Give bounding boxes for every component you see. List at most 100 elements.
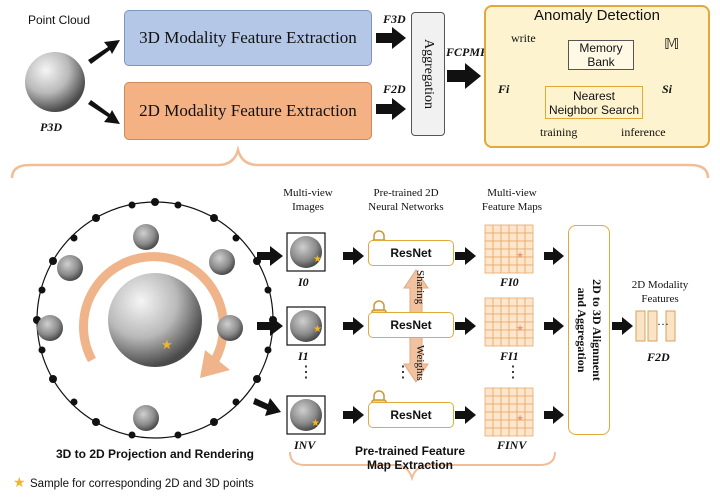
feature-cell: [524, 264, 534, 274]
feature-cell: [516, 337, 526, 347]
finv-label: FINV: [497, 438, 527, 452]
feature-cell: [492, 256, 502, 266]
feature-cell: [508, 403, 518, 413]
feature-maps-2: Feature Maps: [481, 201, 543, 213]
feature-cell: [508, 395, 518, 405]
feature-map-1: ★: [484, 297, 534, 347]
feature-cell: [500, 337, 510, 347]
sample-legend: Sample for corresponding 2D and 3D point…: [30, 478, 254, 490]
feature-map-nv: ★: [484, 387, 534, 437]
feature-cell: [524, 419, 534, 429]
feature-cell: [484, 224, 494, 234]
feature-cell: [508, 305, 518, 315]
resnet-box-1: ResNet: [368, 312, 454, 338]
feature-cell: [516, 403, 526, 413]
arrow-view-0: [257, 246, 283, 266]
box-3d-modality: 3D Modality Feature Extraction: [124, 10, 372, 66]
modality-feature-vector: [635, 310, 676, 342]
image-tiles: ★ ★ ★: [286, 232, 326, 435]
feature-cell: [500, 256, 510, 266]
feature-cell: [500, 232, 510, 242]
point-cloud-label: Point Cloud: [27, 13, 91, 27]
feature-cell: [508, 387, 518, 397]
arrow-3d-to-agg: [376, 27, 406, 49]
feature-cell: [492, 427, 502, 437]
f3d-label: F3D: [383, 12, 406, 26]
feature-cell: [516, 297, 526, 307]
view-sphere-top: [133, 224, 159, 250]
arrow-to-2d: [88, 100, 120, 124]
feature-cell: [484, 248, 494, 258]
expand-bracket: [10, 145, 710, 179]
anomaly-detection-panel: [484, 5, 710, 148]
feature-cell: [492, 337, 502, 347]
feature-cell: [484, 305, 494, 315]
extraction-title-1: Pre-trained Feature: [354, 444, 466, 458]
feature-star-icon: ★: [516, 413, 524, 423]
feature-cell: [516, 264, 526, 274]
feature-map-0: ★: [484, 224, 534, 274]
feature-cell: [492, 387, 502, 397]
feature-cell: [484, 240, 494, 250]
modality-features-2: Features: [641, 293, 679, 305]
feature-cell: [524, 329, 534, 339]
feature-cell: [524, 224, 534, 234]
feature-cell: [516, 387, 526, 397]
feature-cell: [500, 411, 510, 421]
feature-cell: [500, 297, 510, 307]
feature-cell: [484, 387, 494, 397]
feature-star-icon: ★: [516, 323, 524, 333]
arrow-to-3d: [88, 40, 120, 64]
feature-cell: [492, 419, 502, 429]
feature-cell: [500, 264, 510, 274]
bottom-bracket: [289, 451, 556, 482]
modality-dots: ···: [657, 317, 669, 331]
feature-cell: [508, 297, 518, 307]
view-sphere-tr: [209, 249, 235, 275]
memory-bank-label: Memory Bank: [568, 40, 634, 70]
feature-cell: [492, 232, 502, 242]
feature-cell: [492, 395, 502, 405]
projection-title: 3D to 2D Projection and Rendering: [55, 447, 255, 461]
alignment-box: 2D to 3D Alignment and Aggregation: [568, 225, 610, 435]
feature-cell: [516, 313, 526, 323]
feature-cell: [516, 395, 526, 405]
feature-cell: [492, 297, 502, 307]
feature-cell: [516, 305, 526, 315]
feature-cell: [500, 427, 510, 437]
feature-cell: [516, 427, 526, 437]
feature-cell: [524, 387, 534, 397]
feature-cell: [508, 232, 518, 242]
feature-cell: [492, 313, 502, 323]
feature-cell: [500, 395, 510, 405]
resnet-box-nv: ResNet: [368, 402, 454, 428]
feature-cell: [508, 264, 518, 274]
feature-cell: [484, 419, 494, 429]
center-sphere: [108, 273, 202, 367]
feature-cell: [516, 240, 526, 250]
feature-cell: [524, 248, 534, 258]
feature-cell: [500, 305, 510, 315]
feature-cell: [484, 256, 494, 266]
feature-cell: [524, 232, 534, 242]
fi1-label: FI1: [500, 349, 519, 363]
feature-cell: [500, 224, 510, 234]
f2d-label: F2D: [383, 82, 406, 96]
feature-cell: [500, 403, 510, 413]
p3d-label: P3D: [40, 120, 62, 134]
feature-cell: [500, 321, 510, 331]
feature-cell: [492, 403, 502, 413]
center-star-icon: ★: [161, 337, 173, 352]
feature-cell: [524, 321, 534, 331]
feature-cell: [508, 313, 518, 323]
modality-features-1: 2D Modality: [631, 279, 689, 291]
aggregation-box: Aggregation: [411, 12, 445, 136]
svg-text:★: ★: [311, 418, 320, 429]
i1-label: I1: [298, 349, 309, 363]
feature-cell: [500, 419, 510, 429]
feature-cell: [484, 313, 494, 323]
inv-label: INV: [294, 438, 316, 452]
feature-cell: [524, 297, 534, 307]
feature-cell: [508, 427, 518, 437]
view-sphere-left: [37, 315, 63, 341]
